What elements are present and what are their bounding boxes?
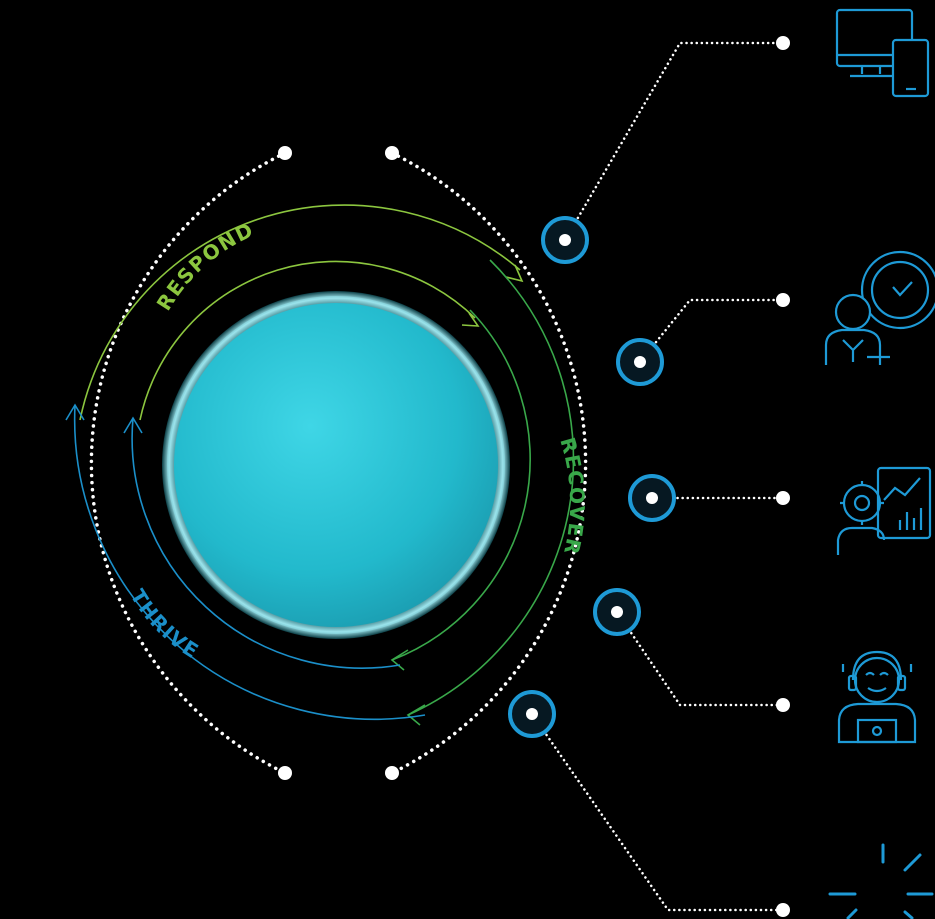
arc-end-dot-bottom-right — [385, 766, 399, 780]
outer-dotted-arc-left — [89, 151, 287, 775]
outer-dotted-arc-right — [390, 151, 588, 775]
support-agent-icon — [837, 650, 917, 744]
arc-end-dot-top-left — [278, 146, 292, 160]
connector-end-dots — [776, 36, 790, 917]
ring-node-5[interactable] — [508, 690, 556, 738]
clock-person-icon — [824, 250, 935, 365]
center-disc — [162, 291, 510, 639]
sparkle-icon — [828, 843, 934, 919]
ring-node-2[interactable] — [616, 338, 664, 386]
recover-arcs — [390, 259, 575, 726]
ring-node-4[interactable] — [593, 588, 641, 636]
thrive-arcs — [65, 403, 426, 720]
thrive-label: THRIVE — [126, 585, 204, 664]
ring-node-3[interactable] — [628, 474, 676, 522]
arc-end-dot-bottom-left — [278, 766, 292, 780]
connector-lines — [530, 41, 785, 912]
gear-analytics-icon — [836, 466, 932, 555]
respond-arcs — [79, 204, 524, 421]
devices-icon — [835, 8, 930, 98]
respond-label: RESPOND — [152, 217, 258, 314]
arc-end-dot-top-right — [385, 146, 399, 160]
ring-node-1[interactable] — [541, 216, 589, 264]
